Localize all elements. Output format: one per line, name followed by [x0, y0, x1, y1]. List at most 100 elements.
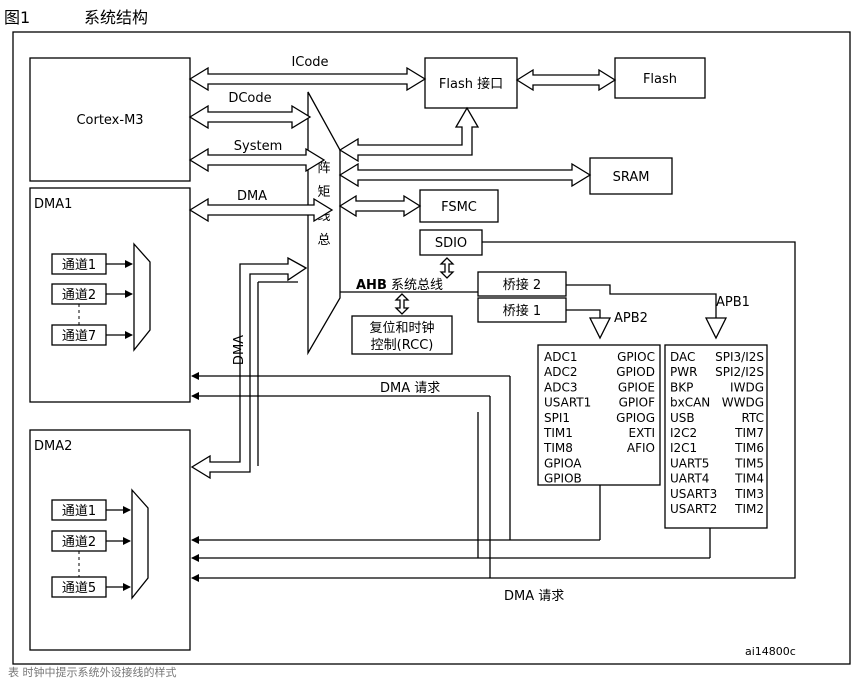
cortex-m3-label: Cortex-M3 — [76, 113, 143, 128]
bridge1-label: 桥接 1 — [503, 303, 541, 319]
bus-matrix-char-4: 总 — [317, 233, 330, 248]
apb2-periph-gpiob: GPIOB — [544, 472, 582, 486]
apb1-label: APB1 — [716, 295, 750, 310]
apb1-periph-bxcan: bxCAN — [670, 396, 710, 410]
apb2-periph-gpiod: GPIOD — [616, 365, 655, 379]
apb1-arrowhead — [704, 317, 728, 340]
figure-title: 系统结构 — [84, 8, 149, 27]
apb1-periph-spi2-i2s: SPI2/I2S — [715, 365, 764, 379]
dcode-bus-arrow — [188, 104, 312, 130]
system-bus-arrow — [188, 147, 326, 173]
dma-bus-arrow — [188, 197, 334, 223]
figure-caption: 表 时钟中提示系统外设接线的样式 — [8, 666, 177, 679]
dma2-channels: 通道1 通道2 通道5 — [51, 499, 131, 598]
flashif-flash-arrow — [515, 68, 617, 92]
apb2-periph-adc2: ADC2 — [544, 365, 577, 379]
dma1-channel-2-label: 通道2 — [62, 288, 96, 303]
dma2-channel-1-label: 通道1 — [62, 504, 96, 519]
apb1-periph-usart2: USART2 — [670, 502, 717, 516]
cortex-m3-box — [29, 57, 191, 182]
apb1-periph-i2c2: I2C2 — [670, 426, 697, 440]
apb1-periph-spi3-i2s: SPI3/I2S — [715, 350, 764, 364]
apb2-label: APB2 — [614, 311, 648, 326]
apb1-periph-iwdg: IWDG — [730, 380, 764, 394]
apb1-periph-usart3: USART3 — [670, 487, 717, 501]
apb2-peripherals-box — [537, 344, 661, 486]
apb1-left-column: DACPWRBKPbxCANUSBI2C2I2C1UART5UART4USART… — [670, 350, 717, 516]
bus-matrix-char-1: 阵 — [317, 161, 330, 176]
apb2-periph-afio: AFIO — [627, 441, 655, 455]
apb2-periph-adc3: ADC3 — [544, 380, 577, 394]
apb2-periph-gpioa: GPIOA — [544, 456, 582, 470]
apb2-periph-exti: EXTI — [629, 426, 655, 440]
dma-vertical-label: DMA — [232, 335, 247, 365]
dma1-channels: 通道1 通道2 通道7 — [51, 253, 133, 346]
ahb-label-rest: 系统总线 — [391, 278, 443, 293]
dma-request-label-top: DMA 请求 — [380, 381, 440, 396]
dma1-channel-3-label: 通道7 — [62, 329, 96, 344]
bridge2-box — [477, 271, 567, 297]
matrix-flash-arrow — [338, 106, 480, 163]
dma-request-label-bottom: DMA 请求 — [504, 589, 564, 604]
dma-vertical-arrow — [190, 256, 308, 480]
figure-id: ai14800c — [745, 645, 796, 658]
apb1-periph-pwr: PWR — [670, 365, 697, 379]
apb1-periph-tim6: TIM6 — [734, 441, 764, 455]
bus-matrix-char-2: 矩 — [317, 185, 330, 200]
icode-label: ICode — [291, 55, 328, 70]
matrix-sram-arrow — [338, 162, 592, 188]
apb1-periph-rtc: RTC — [742, 411, 764, 425]
apb1-periph-i2c1: I2C1 — [670, 441, 697, 455]
apb1-periph-tim7: TIM7 — [734, 426, 764, 440]
fsmc-label: FSMC — [441, 200, 477, 215]
rcc-label-line2: 控制(RCC) — [371, 338, 434, 353]
apb2-periph-gpiog: GPIOG — [616, 411, 655, 425]
apb1-periph-tim5: TIM5 — [734, 456, 764, 470]
apb2-periph-spi1: SPI1 — [544, 411, 570, 425]
flash-interface-label: Flash 接口 — [439, 76, 503, 92]
dma-bus-label: DMA — [237, 189, 267, 204]
apb2-periph-gpioc: GPIOC — [617, 350, 655, 364]
flash-interface-box — [424, 57, 518, 109]
apb1-periph-wwdg: WWDG — [722, 396, 764, 410]
flash-box — [614, 57, 706, 99]
matrix-fsmc-arrow — [338, 194, 422, 218]
bridge2-label: 桥接 2 — [503, 277, 541, 293]
apb2-arrowhead — [588, 317, 612, 340]
apb1-periph-tim3: TIM3 — [734, 487, 764, 501]
sram-box — [589, 157, 673, 195]
apb2-periph-adc1: ADC1 — [544, 350, 577, 364]
figure-number: 图1 — [4, 8, 31, 27]
dma2-channel-2-label: 通道2 — [62, 535, 96, 550]
rcc-label-line1: 复位和时钟 — [369, 320, 434, 336]
dma2-title: DMA2 — [34, 439, 72, 454]
sram-label: SRAM — [613, 170, 650, 185]
rcc-box — [351, 315, 453, 355]
apb1-line — [566, 284, 717, 318]
dma2-mux — [131, 488, 149, 600]
apb1-periph-uart4: UART4 — [670, 472, 709, 486]
dma1-channel-1-label: 通道1 — [62, 258, 96, 273]
dma1-title: DMA1 — [34, 197, 72, 212]
apb1-periph-bkp: BKP — [670, 380, 693, 394]
ahb-rcc-arrow — [394, 293, 410, 315]
apb2-periph-usart1: USART1 — [544, 396, 591, 410]
dma2-channel-3-label: 通道5 — [62, 581, 96, 596]
dcode-label: DCode — [228, 91, 271, 106]
apb1-periph-tim4: TIM4 — [734, 472, 764, 486]
apb2-periph-tim8: TIM8 — [543, 441, 573, 455]
ahb-label-bold: AHB — [356, 278, 387, 293]
flash-label: Flash — [643, 72, 677, 87]
apb2-periph-gpiof: GPIOF — [619, 396, 656, 410]
apb2-periph-gpioe: GPIOE — [618, 380, 655, 394]
system-label: System — [234, 139, 282, 154]
apb1-periph-usb: USB — [670, 411, 695, 425]
dma1-mux — [133, 242, 151, 352]
apb2-periph-tim1: TIM1 — [543, 426, 573, 440]
sdio-label: SDIO — [435, 236, 467, 251]
apb1-periph-tim2: TIM2 — [734, 502, 764, 516]
icode-bus-arrow — [188, 66, 427, 92]
